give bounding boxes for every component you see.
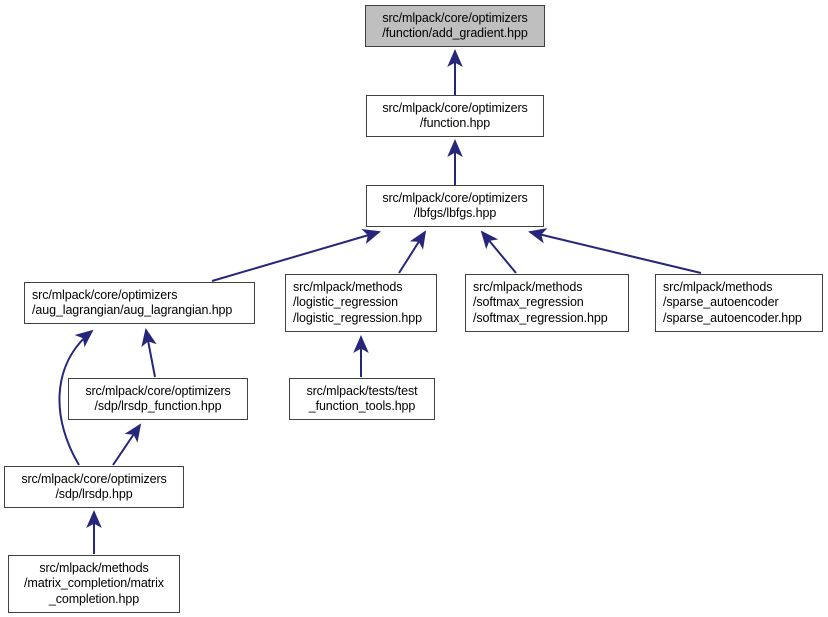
node-lrsdp[interactable]: src/mlpack/core/optimizers /sdp/lrsdp.hp… xyxy=(4,466,184,508)
node-line: src/mlpack/methods xyxy=(663,279,773,294)
node-line: src/mlpack/core/optimizers xyxy=(382,100,528,115)
node-line: /sdp/lrsdp_function.hpp xyxy=(94,399,222,413)
node-test-function-tools[interactable]: src/mlpack/tests/test _function_tools.hp… xyxy=(289,378,435,420)
node-line: /function/add_gradient.hpp xyxy=(382,26,528,40)
node-line: /softmax_regression.hpp xyxy=(473,310,608,325)
node-line: _completion.hpp xyxy=(48,591,140,606)
node-sparse-autoencoder[interactable]: src/mlpack/methods /sparse_autoencoder /… xyxy=(655,274,823,332)
edge-lrsdp-to-lrsdp-function xyxy=(112,423,142,466)
node-line: src/mlpack/core/optimizers xyxy=(85,383,231,398)
node-line: /matrix_completion/matrix xyxy=(24,576,164,591)
node-logistic-regression[interactable]: src/mlpack/methods /logistic_regression … xyxy=(285,274,437,332)
node-line: src/mlpack/core/optimizers xyxy=(382,10,528,25)
node-line: src/mlpack/core/optimizers xyxy=(21,471,167,486)
node-line: /logistic_regression xyxy=(293,295,398,310)
edge-sparse-autoencoder-to-lbfgs xyxy=(528,228,702,274)
node-line: _function_tools.hpp xyxy=(308,399,416,413)
node-line: /aug_lagrangian/aug_lagrangian.hpp xyxy=(32,303,233,317)
edge-logistic-regression-to-lbfgs xyxy=(398,230,427,274)
node-line: src/mlpack/methods xyxy=(293,279,403,294)
node-function[interactable]: src/mlpack/core/optimizers /function.hpp xyxy=(366,95,544,137)
edge-lrsdp-function-to-aug-lagrangian xyxy=(141,328,157,378)
node-line: /lbfgs/lbfgs.hpp xyxy=(413,206,497,220)
node-line: /sparse_autoencoder xyxy=(663,295,779,310)
node-matrix-completion[interactable]: src/mlpack/methods /matrix_completion/ma… xyxy=(8,555,180,613)
node-line: src/mlpack/core/optimizers xyxy=(32,287,178,302)
node-softmax-regression[interactable]: src/mlpack/methods /softmax_regression /… xyxy=(465,274,629,332)
node-lbfgs[interactable]: src/mlpack/core/optimizers /lbfgs/lbfgs.… xyxy=(366,185,544,227)
node-line: src/mlpack/methods xyxy=(39,560,149,575)
node-line: /logistic_regression.hpp xyxy=(293,310,422,325)
node-aug-lagrangian[interactable]: src/mlpack/core/optimizers /aug_lagrangi… xyxy=(24,282,255,324)
node-line: /sparse_autoencoder.hpp xyxy=(663,310,802,325)
node-line: src/mlpack/methods xyxy=(473,279,583,294)
node-line: src/mlpack/tests/test xyxy=(306,383,418,398)
node-line: /function.hpp xyxy=(419,116,491,130)
node-add-gradient[interactable]: src/mlpack/core/optimizers /function/add… xyxy=(365,5,545,47)
node-line: /sdp/lrsdp.hpp xyxy=(55,487,133,501)
node-line: /softmax_regression xyxy=(473,295,584,310)
node-line: src/mlpack/core/optimizers xyxy=(382,190,528,205)
node-lrsdp-function[interactable]: src/mlpack/core/optimizers /sdp/lrsdp_fu… xyxy=(68,378,248,420)
edge-softmax-regression-to-lbfgs xyxy=(480,230,517,274)
